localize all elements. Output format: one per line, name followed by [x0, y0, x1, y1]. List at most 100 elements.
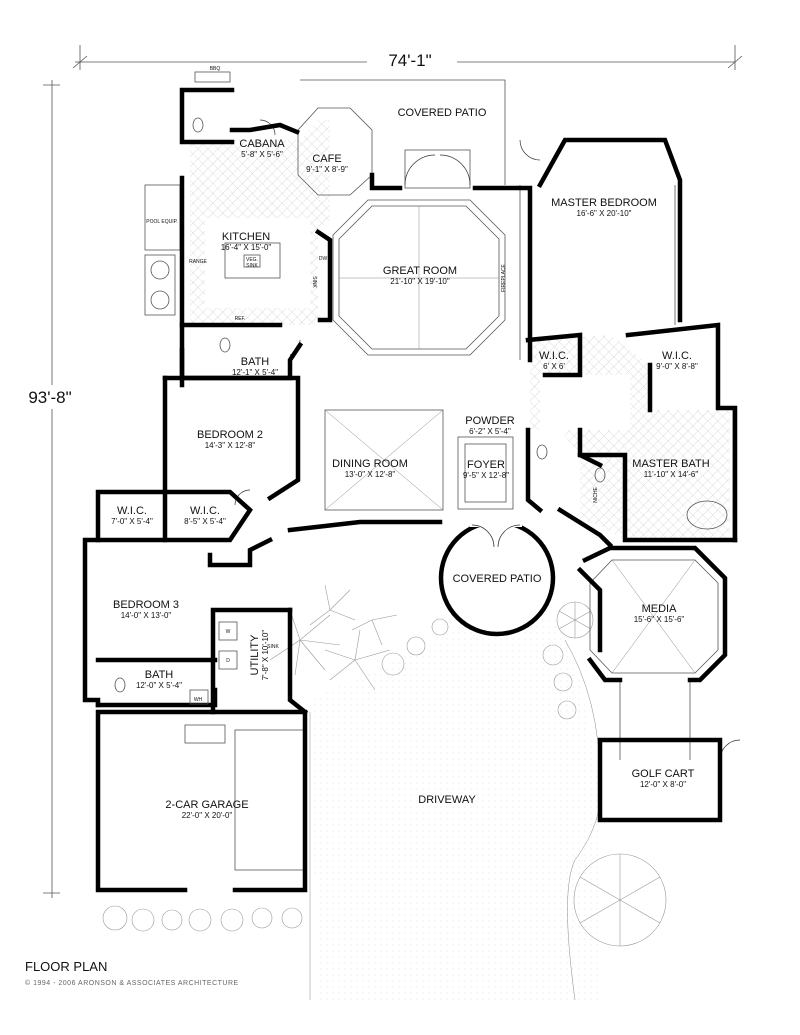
room-name: COVERED PATIO — [398, 107, 487, 119]
dining-room-ceiling — [324, 409, 444, 511]
room-dimensions: 16'-4" X 15'-0" — [221, 243, 272, 252]
depth-dimension: 93'-8" — [18, 80, 88, 898]
great-room-octagon — [332, 199, 506, 356]
room-dimensions: 16'-6" X 20'-10" — [577, 209, 632, 218]
master-tub — [686, 500, 728, 530]
fixture-labels: BBQ POOL EQUIP. RANGE VEG. SINK DW SINK … — [146, 66, 599, 703]
plan-title: FLOOR PLAN — [25, 959, 107, 974]
room-name: W.I.C. — [539, 350, 569, 362]
fireplace-label: FIREPLACE — [501, 263, 507, 291]
room-dimensions: 9'-5" X 12'-8" — [463, 471, 509, 480]
room-wic-b2-a: W.I.C.7'-0" X 5'-4" — [111, 505, 153, 526]
toilets — [114, 117, 606, 693]
niche-label: NICHE — [593, 487, 599, 503]
landscape-plants — [102, 584, 667, 947]
room-dimensions: 9'-0" X 8'-8" — [656, 362, 698, 371]
utility-room: UTILITY 7'-8" X 10'-10" — [249, 630, 270, 681]
room-dimensions: 21'-10" X 19'-10" — [390, 277, 450, 286]
pool-equipment — [144, 184, 181, 316]
room-dimensions: 5'-8" X 5'-6" — [241, 150, 283, 159]
veg-sink-label-1: VEG. — [246, 257, 258, 263]
room-name: COVERED PATIO — [453, 573, 542, 585]
room-name: GREAT ROOM — [383, 265, 457, 277]
room-name: CAFE — [312, 153, 341, 165]
room-dimensions: 12'-1" X 5'-4" — [232, 368, 278, 377]
walls — [82, 87, 738, 893]
width-dimension: 74'-1" — [72, 45, 743, 70]
room-dimensions: 14'-3" X 12'-8" — [205, 441, 256, 450]
refrigerator-label: REF. — [235, 316, 246, 322]
utility-name: UTILITY — [249, 634, 261, 676]
room-name: W.I.C. — [117, 505, 147, 517]
washer-label: W — [226, 629, 231, 635]
room-name: BATH — [145, 669, 174, 681]
room-bedroom-3: BEDROOM 314'-0" X 13'-0" — [113, 599, 179, 620]
room-dimensions: 15'-6" X 15'-6" — [634, 615, 685, 624]
room-covered-patio-top: COVERED PATIO — [398, 107, 487, 119]
utility-appliances — [189, 621, 238, 705]
room-dimensions: 12'-0" X 5'-4" — [136, 681, 182, 690]
room-name: BEDROOM 3 — [113, 599, 179, 611]
room-name: DRIVEWAY — [418, 794, 476, 806]
room-dimensions: 11'-10" X 14'-6" — [644, 470, 699, 479]
room-dimensions: 12'-0" X 8'-0" — [640, 780, 686, 789]
water-heater-label: WH — [194, 697, 203, 703]
room-name: MASTER BATH — [632, 458, 709, 470]
dishwasher-label: DW — [319, 256, 328, 262]
room-wic-master-b: W.I.C.9'-0" X 8'-8" — [656, 350, 698, 371]
media-ceiling — [589, 559, 719, 674]
utility-sink-label: SINK — [267, 644, 279, 650]
room-covered-patio-entry: COVERED PATIO — [453, 573, 542, 585]
covered-patio-top — [300, 79, 506, 185]
width-label: 74'-1" — [388, 51, 431, 70]
room-dimensions: 9'-1" X 8'-9" — [306, 165, 348, 174]
room-name: BATH — [241, 356, 270, 368]
room-dimensions: 22'-0" X 20'-0" — [182, 811, 233, 820]
room-name: CABANA — [239, 138, 285, 150]
room-dimensions: 6' X 6' — [543, 362, 565, 371]
foyer-ceiling — [457, 436, 514, 510]
pool-equip-label: POOL EQUIP. — [146, 219, 177, 225]
room-dimensions: 8'-5" X 5'-4" — [184, 517, 226, 526]
dryer-label: D — [226, 658, 230, 664]
room-bedroom-2: BEDROOM 214'-3" X 12'-8" — [197, 429, 263, 450]
room-dimensions: 6'-2" X 5'-4" — [469, 427, 511, 436]
room-name: BEDROOM 2 — [197, 429, 263, 441]
room-name: KITCHEN — [222, 231, 270, 243]
kitchen-island — [224, 242, 281, 279]
copyright-notice: © 1994 - 2006 ARONSON & ASSOCIATES ARCHI… — [25, 979, 239, 987]
room-name: MASTER BEDROOM — [551, 197, 657, 209]
room-wic-b2-b: W.I.C.8'-5" X 5'-4" — [184, 505, 226, 526]
room-name: W.I.C. — [190, 505, 220, 517]
room-name: POWDER — [465, 415, 515, 427]
entry-circle — [438, 515, 556, 637]
room-name: W.I.C. — [662, 350, 692, 362]
room-wic-master-a: W.I.C.6' X 6' — [539, 350, 569, 371]
room-dimensions: 14'-0" X 13'-0" — [121, 611, 172, 620]
depth-label: 93'-8" — [28, 388, 71, 407]
room-name: 2-CAR GARAGE — [165, 799, 248, 811]
room-name: DINING ROOM — [332, 458, 408, 470]
bbq-label: BBQ — [210, 66, 221, 72]
room-name: GOLF CART — [632, 768, 695, 780]
range-label: RANGE — [189, 259, 207, 265]
kitchen-sink-label: SINK — [311, 276, 317, 288]
driveway-area — [309, 620, 601, 1001]
room-driveway: DRIVEWAY — [418, 794, 476, 806]
room-name: MEDIA — [642, 603, 678, 615]
